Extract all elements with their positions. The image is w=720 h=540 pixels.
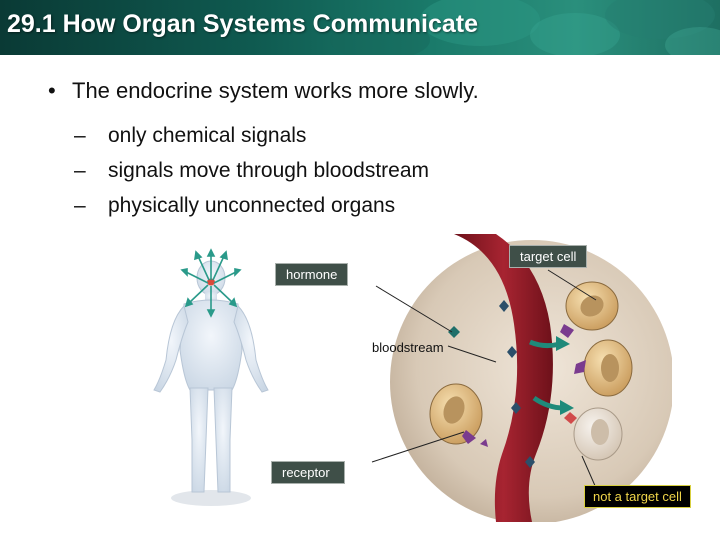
hormone-label: hormone (275, 263, 349, 286)
sub-bullet: –physically unconnected organs (74, 194, 395, 218)
receptor-label: receptor (271, 461, 345, 484)
header-background-texture (330, 0, 720, 55)
not-target-cell-label: not a target cell (584, 485, 691, 508)
sub-bullet-text: signals move through bloodstream (108, 159, 430, 182)
dash-marker: – (74, 194, 86, 217)
gland-marker (207, 278, 215, 286)
bloodstream-detail-illustration (384, 234, 672, 522)
sub-bullet: –only chemical signals (74, 124, 306, 148)
bloodstream-label: bloodstream (372, 340, 444, 355)
sub-bullet: –signals move through bloodstream (74, 159, 429, 183)
main-bullet-text: The endocrine system works more slowly. (72, 78, 479, 103)
dash-marker: – (74, 124, 86, 147)
sub-bullet-text: physically unconnected organs (108, 194, 396, 217)
slide-title: 29.1 How Organ Systems Communicate (7, 10, 478, 38)
target-cell-label: target cell (509, 245, 588, 268)
sub-bullet-text: only chemical signals (108, 124, 307, 147)
blood-vessel (454, 234, 553, 522)
dash-marker: – (74, 159, 86, 182)
main-bullet: • The endocrine system works more slowly. (48, 78, 479, 104)
human-body-illustration (153, 248, 269, 506)
bullet-marker: • (48, 78, 56, 103)
slide-header: 29.1 How Organ Systems Communicate (0, 0, 720, 55)
receptor-marker (462, 430, 476, 444)
